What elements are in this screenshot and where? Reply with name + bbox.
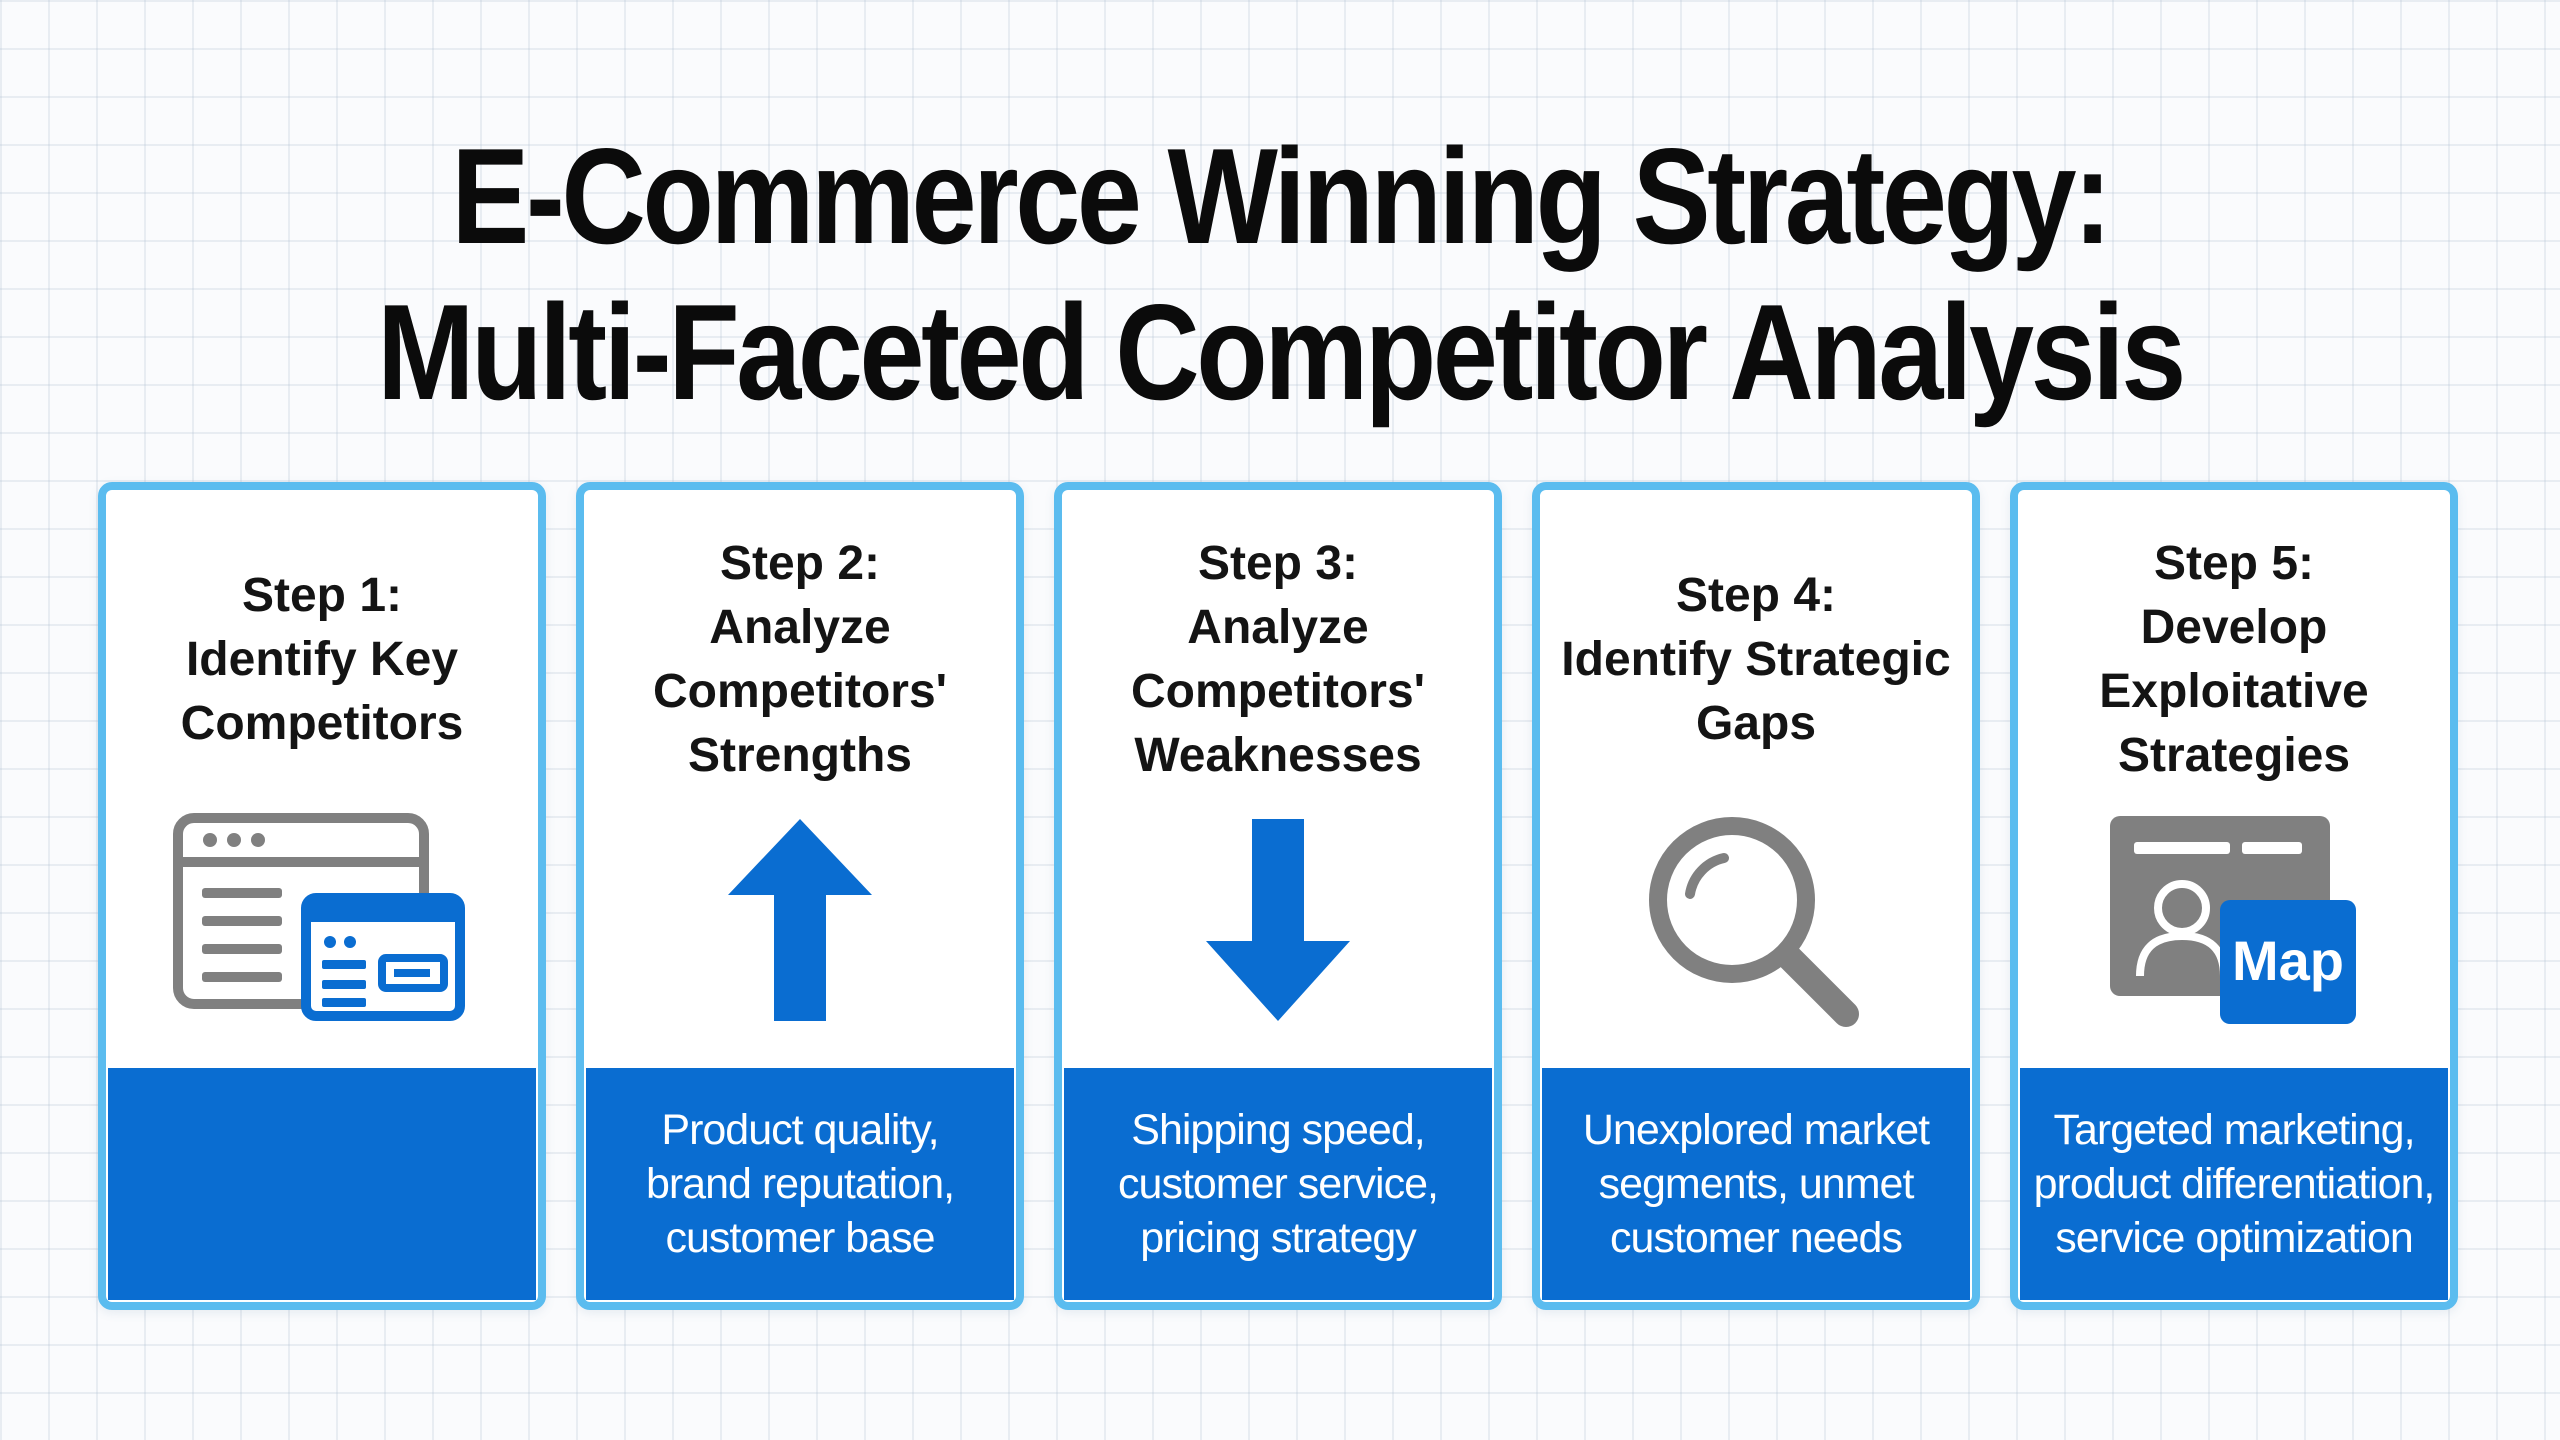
step-1-title: Step 1: Identify Key Competitors: [180, 569, 464, 750]
step-1-description: [108, 1068, 536, 1300]
steps-row: Step 1: Identify Key Competitors: [98, 482, 2460, 1310]
magnifying-glass-icon: [1649, 817, 1859, 1027]
step-card-4-body: Step 4: Identify Strategic Gaps Unexplor…: [1542, 492, 1970, 1300]
step-card-4: Step 4: Identify Strategic Gaps Unexplor…: [1532, 482, 1980, 1310]
step-card-2: Step 2: Analyze Competitors' Strengths P…: [576, 482, 1024, 1310]
step-1-icon-area: [108, 808, 536, 1032]
step-3-icon-area: [1064, 808, 1492, 1032]
step-5-title: Step 5: Develop Exploitative Strategies: [2099, 537, 2369, 782]
arrow-up-icon: [728, 819, 872, 1021]
step-card-1: Step 1: Identify Key Competitors: [98, 482, 546, 1310]
title-line-1: E-Commerce Winning Strategy:: [451, 120, 2112, 272]
step-card-5: Step 5: Develop Exploitative Strategies …: [2010, 482, 2458, 1310]
step-3-description: Shipping speed, customer service, pricin…: [1064, 1068, 1492, 1300]
step-card-3: Step 3: Analyze Competitors' Weaknesses …: [1054, 482, 1502, 1310]
profile-map-icon: Map: [2110, 816, 2356, 1024]
step-2-title: Step 2: Analyze Competitors' Strengths: [652, 537, 948, 782]
step-4-icon-area: [1542, 808, 1970, 1032]
step-card-1-body: Step 1: Identify Key Competitors: [108, 492, 536, 1300]
step-4-title: Step 4: Identify Strategic Gaps: [1561, 569, 1951, 750]
page-title: E-Commerce Winning Strategy: Multi-Facet…: [0, 118, 2560, 430]
step-5-description: Targeted marketing, product differentiat…: [2020, 1068, 2448, 1300]
step-card-5-body: Step 5: Develop Exploitative Strategies …: [2020, 492, 2448, 1300]
title-line-2: Multi-Faceted Competitor Analysis: [377, 276, 2186, 428]
step-2-icon-area: [586, 808, 1014, 1032]
step-3-title: Step 3: Analyze Competitors' Weaknesses: [1130, 537, 1426, 782]
step-4-description: Unexplored market segments, unmet custom…: [1542, 1068, 1970, 1300]
step-card-3-body: Step 3: Analyze Competitors' Weaknesses …: [1064, 492, 1492, 1300]
map-label: Map: [2232, 929, 2344, 992]
step-card-2-body: Step 2: Analyze Competitors' Strengths P…: [586, 492, 1014, 1300]
browser-windows-icon: [173, 813, 465, 1021]
step-5-icon-area: Map: [2020, 808, 2448, 1032]
arrow-down-icon: [1206, 819, 1350, 1021]
step-2-description: Product quality, brand reputation, custo…: [586, 1068, 1014, 1300]
